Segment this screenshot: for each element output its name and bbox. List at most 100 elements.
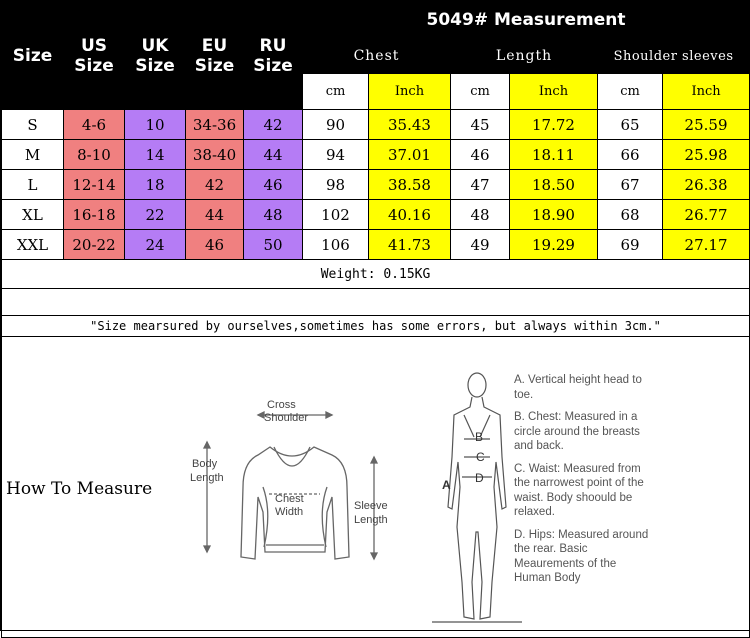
chest-inch-cell: 41.73 — [368, 229, 451, 260]
unit-cm: cm — [450, 73, 510, 110]
chest-width-label-1: Chest — [275, 493, 304, 505]
header-shoulder-sleeves: Shoulder sleeves — [596, 38, 750, 74]
chest-width-label-2: Width — [275, 506, 303, 518]
body-outline-icon — [447, 396, 507, 620]
shoulder-cm-cell: 65 — [597, 109, 663, 140]
ru-size-cell: 48 — [243, 199, 303, 230]
unit-inch: Inch — [661, 73, 750, 110]
sweater-diagram — [202, 410, 379, 561]
shoulder-inch-cell: 26.77 — [661, 199, 750, 230]
shoulder-cm-cell: 67 — [597, 169, 663, 200]
size-cell: XL — [1, 199, 64, 230]
length-cm-cell: 49 — [450, 229, 510, 260]
us-size-cell: 12-14 — [63, 169, 125, 200]
sweater-collar-icon — [273, 446, 311, 467]
header-us-size: US Size — [63, 1, 125, 110]
ru-size-cell: 42 — [243, 109, 303, 140]
shoulder-cm-cell: 69 — [597, 229, 663, 260]
blank-row — [0, 288, 750, 316]
legend-c: C. Waist: Measured from the narrowest po… — [514, 462, 644, 519]
unit-inch: Inch — [509, 73, 598, 110]
chest-cm-cell: 102 — [302, 199, 369, 230]
length-inch-cell: 18.11 — [509, 139, 598, 170]
header-length: Length — [450, 38, 598, 74]
length-inch-cell: 18.90 — [509, 199, 598, 230]
chest-inch-cell: 40.16 — [368, 199, 451, 230]
header-eu-size: EU Size — [185, 1, 244, 110]
length-inch-cell: 19.29 — [509, 229, 598, 260]
shoulder-inch-cell: 25.59 — [661, 109, 750, 140]
how-to-measure-label: How To Measure — [6, 479, 153, 499]
error-note: "Size mearsured by ourselves,sometimes h… — [0, 315, 750, 337]
mark-a: A — [442, 478, 451, 492]
measurement-legend: A. Vertical height head to toe. B. Chest… — [514, 373, 654, 594]
shoulder-cm-cell: 68 — [597, 199, 663, 230]
chest-cm-cell: 90 — [302, 109, 369, 140]
shoulder-cm-cell: 66 — [597, 139, 663, 170]
eu-size-cell: 38-40 — [185, 139, 244, 170]
length-cm-cell: 45 — [450, 109, 510, 140]
shoulder-inch-cell: 25.98 — [661, 139, 750, 170]
chest-cm-cell: 94 — [302, 139, 369, 170]
uk-size-cell: 18 — [124, 169, 186, 200]
measurement-diagrams: Cross Shoulder Body Length Chest Width S… — [190, 372, 522, 623]
eu-size-cell: 42 — [185, 169, 244, 200]
size-cell: S — [1, 109, 64, 140]
length-cm-cell: 46 — [450, 139, 510, 170]
us-size-cell: 20-22 — [63, 229, 125, 260]
header-uk-size: UK Size — [124, 1, 186, 110]
eu-size-cell: 44 — [185, 199, 244, 230]
header-chest: Chest — [302, 38, 451, 74]
length-cm-cell: 48 — [450, 199, 510, 230]
cross-shoulder-label-2: Shoulder — [264, 412, 308, 424]
shoulder-inch-cell: 26.38 — [661, 169, 750, 200]
legend-d: D. Hips: Measured around the rear. Basic… — [514, 528, 649, 585]
chest-inch-cell: 35.43 — [368, 109, 451, 140]
us-size-cell: 8-10 — [63, 139, 125, 170]
header-ru-size: RU Size — [243, 1, 303, 110]
length-cm-cell: 47 — [450, 169, 510, 200]
mark-b: B — [475, 430, 483, 444]
ru-size-cell: 44 — [243, 139, 303, 170]
ru-size-cell: 50 — [243, 229, 303, 260]
measurement-title: 5049# Measurement — [301, 1, 750, 39]
size-cell: XXL — [1, 229, 64, 260]
human-body-diagram — [432, 372, 522, 623]
mark-d: D — [475, 471, 484, 485]
uk-size-cell: 14 — [124, 139, 186, 170]
length-inch-cell: 17.72 — [509, 109, 598, 140]
weight-note: Weight: 0.15KG — [0, 259, 750, 289]
unit-inch: Inch — [368, 73, 451, 110]
body-length-label-2: Length — [190, 472, 224, 484]
sleeve-length-label-1: Sleeve — [354, 500, 388, 512]
us-size-cell: 16-18 — [63, 199, 125, 230]
uk-size-cell: 22 — [124, 199, 186, 230]
chest-cm-cell: 106 — [302, 229, 369, 260]
ru-size-cell: 46 — [243, 169, 303, 200]
uk-size-cell: 10 — [124, 109, 186, 140]
mark-c: C — [476, 450, 485, 464]
chest-inch-cell: 38.58 — [368, 169, 451, 200]
size-cell: L — [1, 169, 64, 200]
legend-a: A. Vertical height head to toe. — [514, 374, 642, 401]
how-to-measure-section: How To Measure — [0, 336, 750, 638]
eu-size-cell: 34-36 — [185, 109, 244, 140]
chest-cm-cell: 98 — [302, 169, 369, 200]
length-inch-cell: 18.50 — [509, 169, 598, 200]
sleeve-length-label-2: Length — [354, 514, 388, 526]
chest-inch-cell: 37.01 — [368, 139, 451, 170]
head-icon — [467, 372, 487, 398]
header-size: Size — [1, 1, 64, 110]
unit-cm: cm — [597, 73, 663, 110]
legend-b: B. Chest: Measured in a circle around th… — [514, 411, 640, 452]
body-length-label-1: Body — [192, 458, 218, 470]
uk-size-cell: 24 — [124, 229, 186, 260]
